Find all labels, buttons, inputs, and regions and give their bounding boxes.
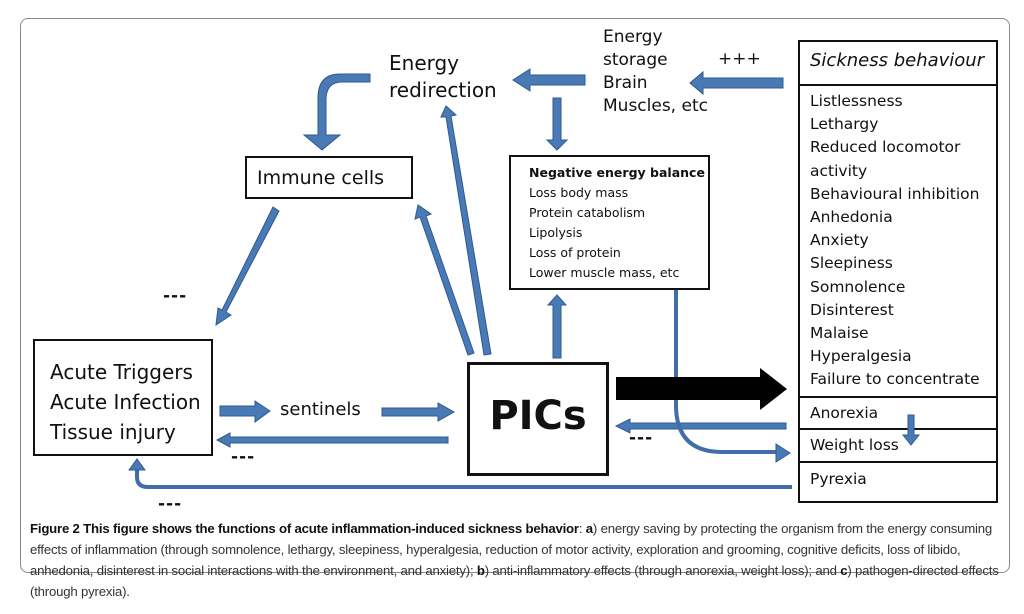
negative-energy-item: Lipolysis xyxy=(529,225,583,240)
caption-part-a: ) energy saving by protecting the organi… xyxy=(30,521,993,578)
negative-energy-item: Loss of protein xyxy=(529,245,621,260)
arrow-pics-to-redirection xyxy=(440,105,492,356)
minus-label-sickness-pics: --- xyxy=(629,428,654,448)
minus-label-pyrexia: --- xyxy=(158,494,183,514)
arrow-storage-to-redirection xyxy=(512,68,586,92)
symptom-item: Failure to concentrate xyxy=(810,370,980,389)
arrow-pics-to-sickness xyxy=(616,368,787,410)
sickness-behaviour-box: Sickness behaviour Listlessness Lethargy… xyxy=(798,40,998,503)
arrow-pyrexia-to-acute xyxy=(135,468,792,489)
symptom-item: Listlessness xyxy=(810,92,903,110)
arrow-pics-to-immune xyxy=(414,204,475,356)
negative-energy-item: Protein catabolism xyxy=(529,205,646,220)
anorexia-label: Anorexia xyxy=(810,404,879,422)
sentinels-label: sentinels xyxy=(280,399,361,420)
caption-part-a-label: a xyxy=(585,521,593,536)
caption-part-c-label: c xyxy=(840,563,848,578)
arrow-pics-to-acute xyxy=(215,432,449,448)
minus-label-pics-acute: --- xyxy=(231,447,256,467)
negative-energy-title: Negative energy balance xyxy=(529,165,705,180)
arrow-sentinels-to-pics xyxy=(381,402,456,422)
acute-infection-line: Acute Infection xyxy=(50,390,201,414)
negative-energy-item: Lower muscle mass, etc xyxy=(529,265,680,280)
pyrexia-row: Pyrexia xyxy=(800,463,996,501)
minus-label-immune: --- xyxy=(163,286,188,306)
sickness-title: Sickness behaviour xyxy=(810,50,985,71)
caption-part-c: ) pathogen-directed effects (through pyr… xyxy=(30,563,999,599)
sickness-header: Sickness behaviour xyxy=(800,42,996,86)
symptom-item: Lethargy xyxy=(810,115,879,134)
caption-part-b: ) anti-inflammatory effects (through ano… xyxy=(484,563,841,578)
energy-redirection-label: Energy redirection xyxy=(389,50,497,104)
arrow-negative-to-weightloss xyxy=(674,290,776,454)
energy-redirection-line-2: redirection xyxy=(389,78,497,102)
negative-energy-box: Negative energy balance Loss body mass P… xyxy=(509,155,710,290)
figure-frame xyxy=(20,18,1010,573)
symptom-item: Reduced locomotor xyxy=(810,138,961,157)
acute-triggers-line: Acute Triggers xyxy=(50,360,193,384)
arrow-sickness-to-storage xyxy=(689,70,784,96)
symptom-item: Anxiety xyxy=(810,231,869,250)
plus-label: +++ xyxy=(718,49,761,69)
symptom-item: Disinterest xyxy=(810,300,894,319)
pics-label: PICs xyxy=(489,393,587,439)
arrow-immune-to-acute xyxy=(215,206,280,327)
pyrexia-label: Pyrexia xyxy=(810,470,867,488)
symptom-item: Somnolence xyxy=(810,277,906,296)
energy-storage-line-2: storage xyxy=(603,50,668,70)
immune-cells-label: Immune cells xyxy=(257,167,385,189)
caption-figure-label: Figure 2 xyxy=(30,521,80,536)
caption-part-b-label: b xyxy=(476,563,485,578)
figure-caption: Figure 2 This figure shows the functions… xyxy=(30,521,999,599)
sickness-symptom-list: Listlessness Lethargy Reduced locomotor … xyxy=(810,90,980,392)
anorexia-row: Anorexia xyxy=(800,396,996,430)
weight-loss-label: Weight loss xyxy=(810,436,899,454)
arrow-pics-to-negative xyxy=(546,294,568,359)
energy-redirection-line-1: Energy xyxy=(389,51,460,75)
arrow-storage-to-negative xyxy=(545,97,569,151)
energy-storage-label: Energy storage Brain Muscles, etc xyxy=(603,26,708,118)
acute-triggers-box: Acute Triggers Acute Infection Tissue in… xyxy=(33,339,213,456)
arrow-anorexia-to-pics xyxy=(614,418,787,434)
symptom-item: activity xyxy=(810,161,868,180)
pics-box: PICs xyxy=(467,362,609,476)
immune-cells-box: Immune cells xyxy=(245,156,413,199)
symptom-item: Anhedonia xyxy=(810,208,893,227)
symptom-item: Behavioural inhibition xyxy=(810,184,980,203)
caption-title: This figure shows the functions of acute… xyxy=(83,521,579,536)
arrow-redirection-to-immune xyxy=(302,73,371,151)
symptom-item: Sleepiness xyxy=(810,254,893,273)
weight-loss-row: Weight loss xyxy=(800,430,996,463)
symptom-item: Malaise xyxy=(810,324,869,343)
negative-energy-item: Loss body mass xyxy=(529,185,629,200)
symptom-item: Hyperalgesia xyxy=(810,347,912,366)
energy-storage-line-3: Brain xyxy=(603,73,648,93)
arrow-acute-to-sentinels xyxy=(219,400,271,423)
energy-storage-line-4: Muscles, etc xyxy=(603,96,708,116)
tissue-injury-line: Tissue injury xyxy=(50,420,176,444)
energy-storage-line-1: Energy xyxy=(603,27,663,47)
